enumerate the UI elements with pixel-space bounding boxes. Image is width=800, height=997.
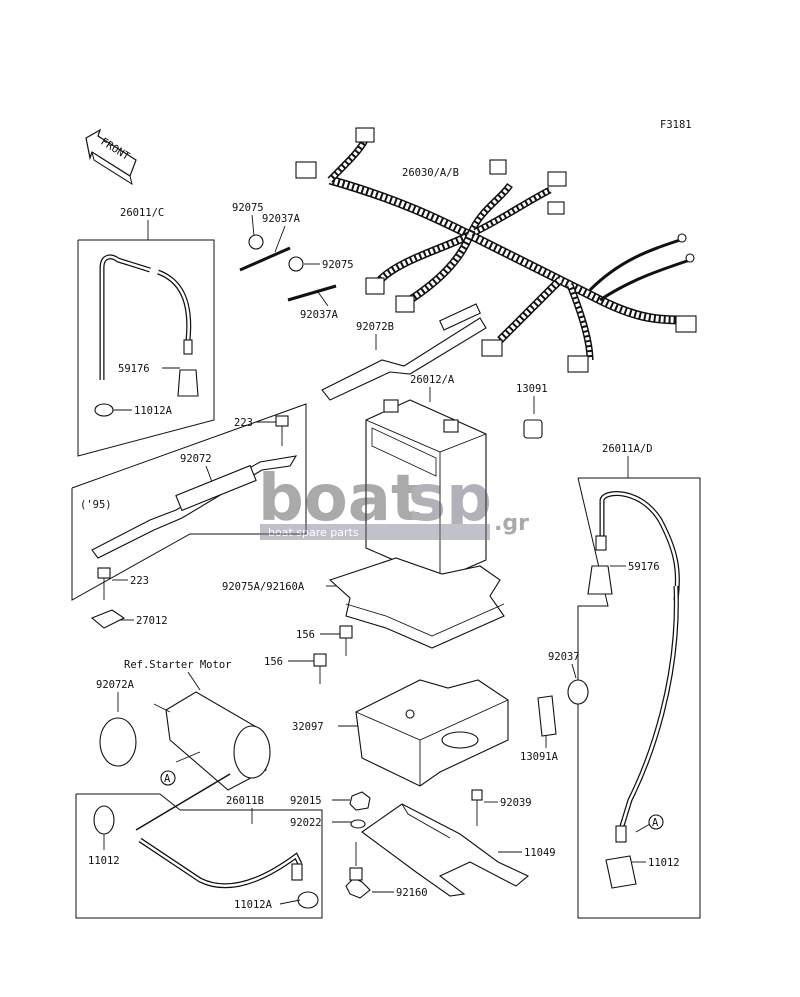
battery-cable-ad: [587, 491, 680, 889]
label-band-b: 92072B: [356, 321, 394, 333]
label-strap-mid: 92037A: [300, 309, 339, 321]
mounting-bracket: [361, 803, 530, 897]
label-cap-bottom: 11012A: [234, 899, 273, 911]
front-arrow-icon: FRONT: [85, 128, 137, 186]
starter-motor: [153, 691, 271, 791]
plate-27012: [90, 609, 126, 629]
label-bracket: 11049: [524, 847, 556, 859]
grommet-mid: [288, 256, 304, 272]
label-nut: 92015: [290, 795, 322, 807]
label-ref-starter: Ref.Starter Motor: [124, 659, 231, 671]
label-cable-b: 26011B: [226, 795, 264, 807]
label-bolt-top: 223: [234, 417, 253, 429]
label-case: 32097: [292, 721, 324, 733]
battery-cable-b: [93, 773, 319, 909]
bolt-223-bottom: [97, 567, 111, 600]
washer-92022: [350, 819, 366, 829]
label-washer: 92022: [290, 817, 322, 829]
label-terminal-right: 59176: [628, 561, 660, 573]
callout-a-left-label: A: [164, 773, 171, 785]
label-bolt-156a: 156: [296, 629, 315, 641]
clip-13091: [523, 419, 543, 439]
boatsp-watermark: boat sp .gr boat spare parts: [258, 462, 529, 540]
battery-band: [91, 455, 298, 559]
watermark-brand-main: boat: [258, 462, 422, 536]
label-stud: 92039: [500, 797, 532, 809]
watermark-brand-tld: .gr: [494, 511, 529, 536]
grommet-top: [248, 234, 264, 250]
label-battery: 26012/A: [410, 374, 455, 386]
bolt-156a: [339, 625, 353, 639]
label-band-a: 92072A: [96, 679, 135, 691]
bolt-223-top: [275, 415, 289, 446]
damper-92160: [345, 867, 371, 899]
label-cap-left: 11012A: [134, 405, 173, 417]
label-bolt-156b: 156: [264, 656, 283, 668]
battery: [365, 399, 487, 581]
bolt-156b: [313, 653, 327, 667]
battery-cable-c: [94, 254, 199, 417]
nut-92015: [349, 791, 371, 811]
callout-a-left: [160, 770, 176, 786]
wiring-harness: [295, 127, 697, 373]
battery-case: [355, 679, 509, 787]
label-plate: 27012: [136, 615, 168, 627]
callout-a-right-label: A: [652, 817, 659, 829]
label-pad: 92075A/92160A: [222, 581, 305, 593]
label-grommet-top: 92075: [232, 202, 264, 214]
figure-code: F3181: [660, 119, 692, 131]
label-terminal-left: 59176: [118, 363, 150, 375]
label-damper: 92160: [396, 887, 428, 899]
watermark-brand-sp: sp: [408, 462, 492, 536]
label-grommet-mid: 92075: [322, 259, 354, 271]
label-cable-ad: 26011A/D: [602, 443, 653, 455]
label-harness: 26030/A/B: [402, 167, 459, 179]
label-cap-right: 11012: [648, 857, 680, 869]
label-clip: 13091: [516, 383, 548, 395]
battery-band-b: [321, 303, 487, 401]
strap-92037: [567, 679, 589, 705]
label-cap-bottom-left: 11012: [88, 855, 120, 867]
label-cable-c: 26011/C: [120, 207, 164, 219]
label-strap-top: 92037A: [262, 213, 301, 225]
battery-pad: [328, 557, 505, 649]
label-year: ('95): [80, 499, 112, 511]
label-strap-right: 92037: [548, 651, 580, 663]
label-band: 92072: [180, 453, 212, 465]
clip-13091a: [537, 695, 557, 737]
watermark-tagline: boat spare parts: [268, 526, 359, 539]
callout-a-right: [648, 814, 664, 830]
label-clip-a: 13091A: [520, 751, 559, 763]
stud-92039: [471, 789, 483, 826]
label-bolt-bottom: 223: [130, 575, 149, 587]
band-92072a: [99, 717, 137, 767]
